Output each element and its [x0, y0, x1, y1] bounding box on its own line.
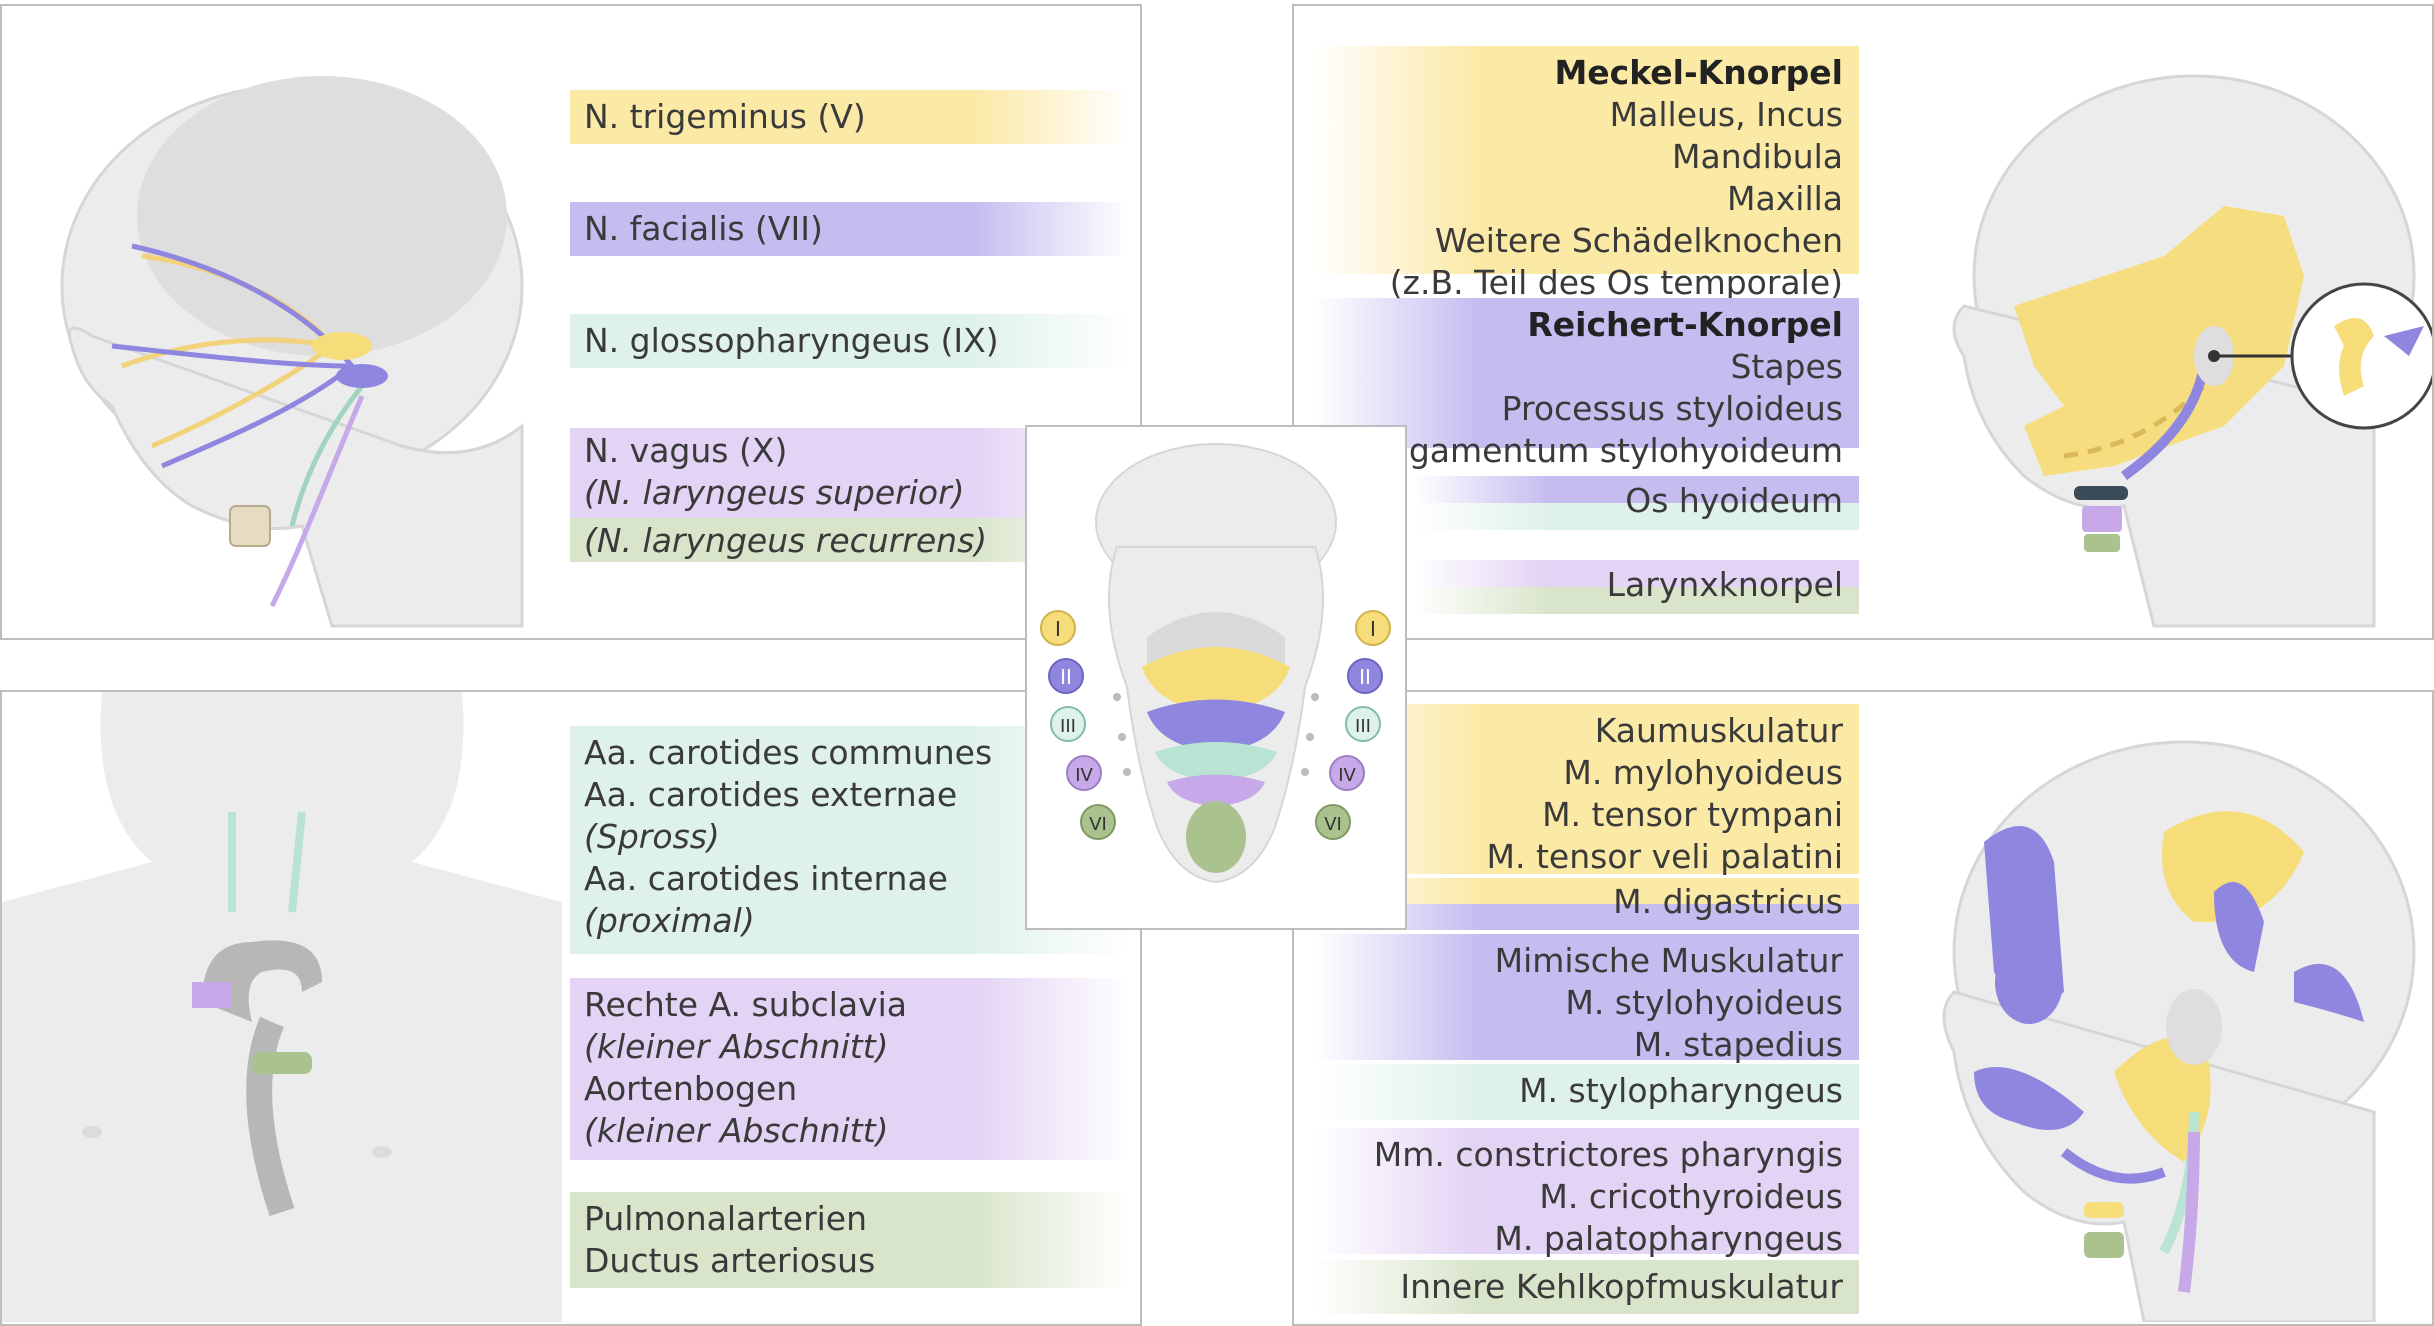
arteries-panel: Aa. carotides communes Aa. carotides ext… [0, 690, 1142, 1326]
muscle-arch4-line-3: M. palatopharyngeus [1494, 1219, 1843, 1258]
artery-arch4-line-4: (kleiner Abschnitt) [584, 1111, 889, 1150]
artery-arch4-line-2: (kleiner Abschnitt) [584, 1027, 889, 1066]
skeleton-bar-arch1: Meckel-Knorpel Malleus, Incus Mandibula … [1314, 46, 1859, 302]
meckel-title: Meckel-Knorpel [1554, 53, 1843, 92]
skeleton-bar-larynx: Larynxknorpel [1414, 560, 1859, 614]
skeleton-bar-arch2: Reichert-Knorpel Stapes Processus styloi… [1314, 298, 1859, 470]
larynx-label: Larynxknorpel [1606, 565, 1843, 604]
meckel-line-5: (z.B. Teil des Os temporale) [1389, 263, 1843, 302]
nerve-vagus-label: N. vagus (X) [584, 431, 788, 470]
nerve-bar-arch1: N. trigeminus (V) [570, 90, 1130, 144]
nerves-head-illustration [60, 76, 524, 628]
reichert-line-2: Processus styloideus [1501, 389, 1843, 428]
muscle-bar-arch2: Mimische Muskulatur M. stylohyoideus M. … [1314, 934, 1859, 1064]
muscle-arch2-line-3: M. stapedius [1633, 1025, 1843, 1064]
muscles-head-illustration [1942, 740, 2416, 1322]
muscle-arch1-line-1: Kaumuskulatur [1594, 711, 1843, 750]
muscle-arch2-line-1: Mimische Muskulatur [1494, 941, 1843, 980]
muscle-arch4-line-2: M. cricothyroideus [1539, 1177, 1843, 1216]
nerve-bar-arch3: N. glossopharyngeus (IX) [570, 314, 1130, 368]
arteries-torso-illustration [2, 692, 562, 1322]
muscle-arch4-line-1: Mm. constrictores pharyngis [1373, 1135, 1843, 1174]
artery-arch3-line-3: (Spross) [584, 817, 720, 856]
artery-arch3-line-2: Aa. carotides externae [584, 775, 958, 814]
artery-arch4-line-3: Aortenbogen [584, 1069, 798, 1108]
artery-arch3-line-1: Aa. carotides communes [584, 733, 993, 772]
reichert-line-3: Ligamentum stylohyoideum [1381, 431, 1843, 470]
muscle-bar-arch4: Mm. constrictores pharyngis M. cricothyr… [1314, 1128, 1859, 1258]
muscle-arch1-line-4: M. tensor veli palatini [1486, 837, 1843, 876]
muscle-digastricus-label: M. digastricus [1613, 882, 1843, 921]
skeleton-head-illustration [1952, 74, 2432, 628]
muscle-bar-arch3: M. stylopharyngeus [1314, 1064, 1859, 1120]
muscle-arch1-line-2: M. mylohyoideus [1563, 753, 1843, 792]
artery-bar-arch6: Pulmonalarterien Ductus arteriosus [570, 1192, 1130, 1288]
reichert-title: Reichert-Knorpel [1527, 305, 1843, 344]
nerve-glossopharyngeus-label: N. glossopharyngeus (IX) [584, 321, 999, 360]
artery-arch3-line-5: (proximal) [584, 901, 755, 940]
muscle-arch2-line-2: M. stylohyoideus [1565, 983, 1843, 1022]
skeleton-panel: Meckel-Knorpel Malleus, Incus Mandibula … [1292, 4, 2434, 640]
muscle-arch6-label: Innere Kehlkopfmuskulatur [1400, 1267, 1843, 1306]
meckel-line-3: Maxilla [1727, 179, 1843, 218]
reichert-line-1: Stapes [1730, 347, 1843, 386]
muscles-panel: Kaumuskulatur M. mylohyoideus M. tensor … [1292, 690, 2434, 1326]
embryo-illustration [1095, 443, 1337, 884]
nerve-bar-arch2: N. facialis (VII) [570, 202, 1130, 256]
artery-arch3-line-4: Aa. carotides internae [584, 859, 948, 898]
artery-arch6-line-2: Ductus arteriosus [584, 1241, 876, 1280]
skeleton-bar-hyoid: Os hyoideum [1414, 476, 1859, 530]
pharyngeal-arches-embryo [1025, 425, 1407, 930]
artery-arch6-line-1: Pulmonalarterien [584, 1199, 868, 1238]
muscle-arch3-label: M. stylopharyngeus [1519, 1071, 1843, 1110]
nerve-laryngeus-superior-label: (N. laryngeus superior) [584, 473, 965, 512]
muscle-bar-arch6: Innere Kehlkopfmuskulatur [1314, 1260, 1859, 1314]
artery-bar-arch4: Rechte A. subclavia (kleiner Abschnitt) … [570, 978, 1130, 1160]
nerve-laryngeus-recurrens-label: (N. laryngeus recurrens) [584, 521, 988, 560]
nerve-trigeminus-label: N. trigeminus (V) [584, 97, 866, 136]
meckel-line-4: Weitere Schädelknochen [1434, 221, 1843, 260]
nerve-facialis-label: N. facialis (VII) [584, 209, 823, 248]
meckel-line-1: Malleus, Incus [1609, 95, 1843, 134]
muscle-arch1-line-3: M. tensor tympani [1542, 795, 1843, 834]
hyoid-label: Os hyoideum [1625, 481, 1843, 520]
nerves-panel: N. trigeminus (V) N. facialis (VII) N. g… [0, 4, 1142, 640]
meckel-line-2: Mandibula [1672, 137, 1843, 176]
artery-arch4-line-1: Rechte A. subclavia [584, 985, 908, 1024]
